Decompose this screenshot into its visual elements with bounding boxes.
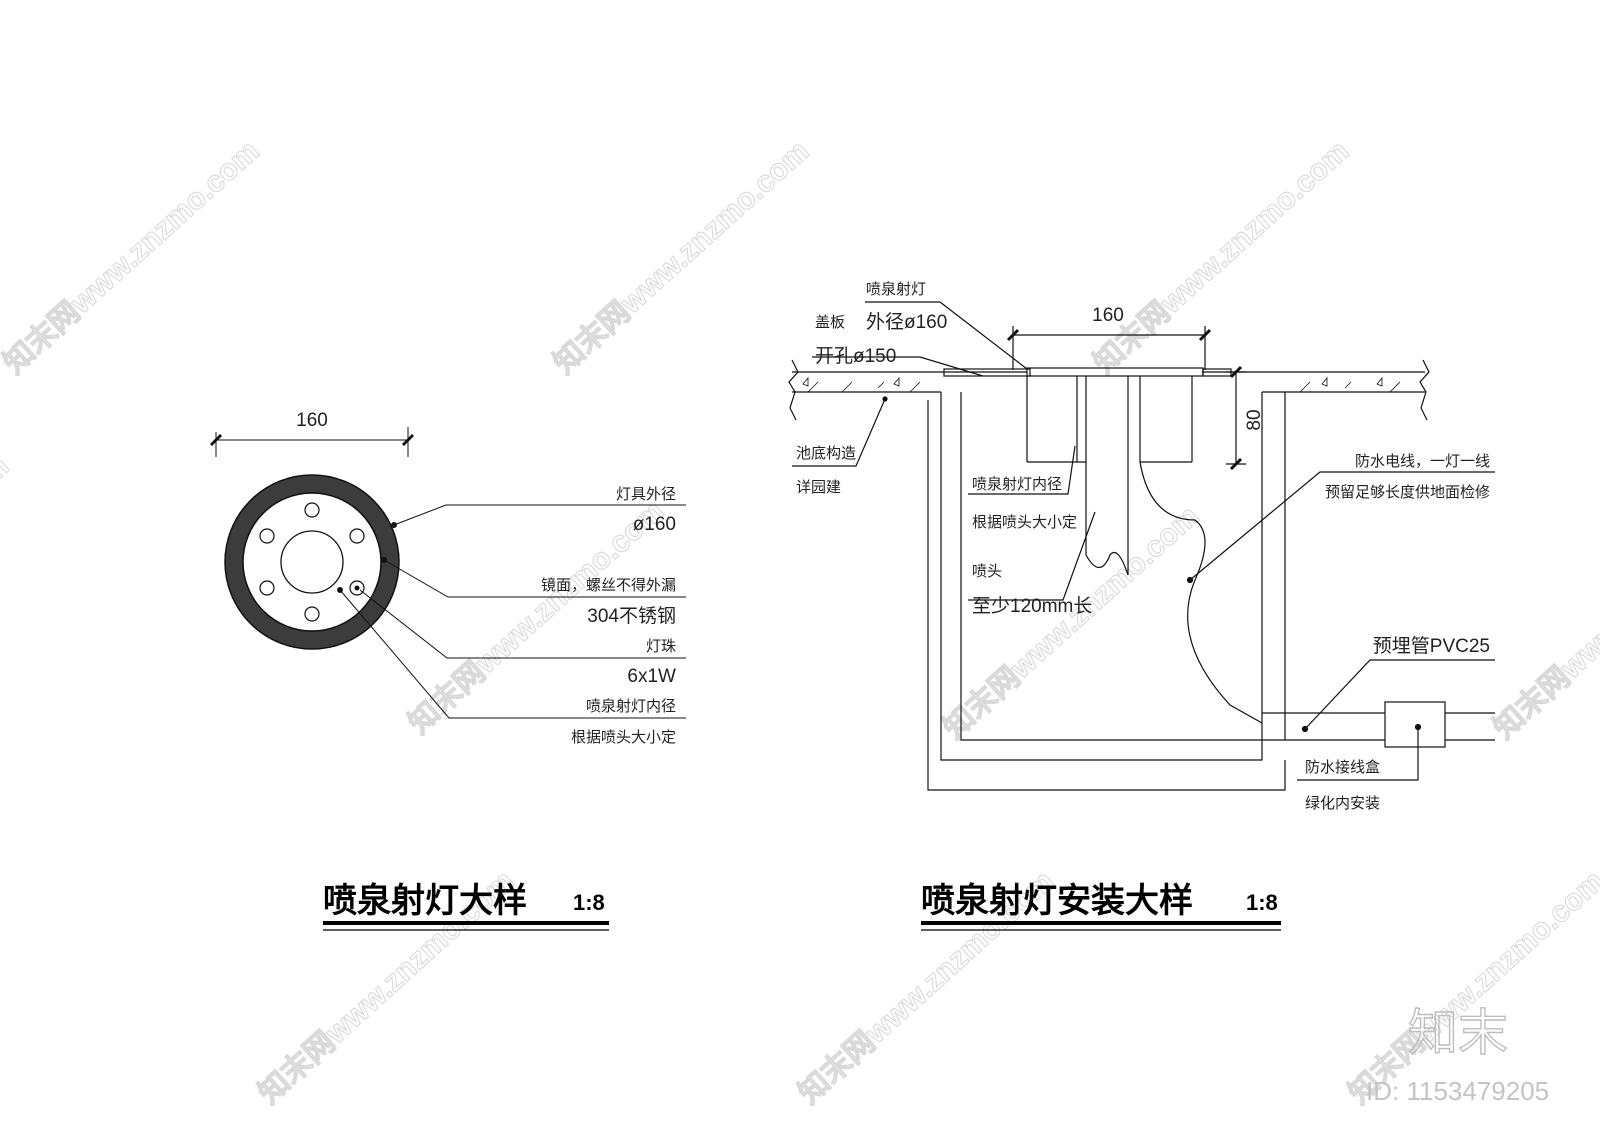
wire-value: 预留足够长度供地面检修 — [1325, 483, 1490, 501]
lamp-plan-detail — [209, 427, 686, 719]
material-value: 304不锈钢 — [587, 605, 676, 627]
nozzle-label: 喷头 — [972, 562, 1002, 580]
brand-logo: 知末 — [1408, 1004, 1508, 1062]
watermark-text: 知末网www.znzmo.com — [1488, 499, 1600, 745]
outer-diameter-label: 灯具外径 — [616, 485, 676, 503]
watermark-text: 知末网www.znzmo.com — [0, 134, 265, 380]
junction-box-label: 防水接线盒 — [1305, 758, 1380, 776]
inner-diameter-label: 喷泉射灯内径 — [972, 475, 1062, 493]
inner-diameter-value: 根据喷头大小定 — [972, 513, 1077, 531]
scale-label: 1:8 — [1246, 890, 1278, 915]
lamp-label: 喷泉射灯 — [866, 280, 926, 298]
cover-label: 盖板 — [815, 313, 845, 331]
junction-box-value: 绿化内安装 — [1305, 794, 1380, 812]
pool-construction-label: 池底构造 — [796, 444, 856, 462]
installation-section-text: 160 80 喷泉射灯 盖板 外径ø160 开孔ø150 池底构造 详园建 喷泉… — [796, 280, 1490, 921]
outer-diameter-value: ø160 — [633, 514, 676, 535]
watermark-text: 知末网www.znzmo.com — [548, 134, 816, 380]
mirror-label: 镜面，螺丝不得外漏 — [541, 576, 676, 594]
pool-construction-value: 详园建 — [796, 478, 841, 496]
outer-diameter-label: 外径ø160 — [866, 311, 947, 333]
dimension-label: 160 — [296, 410, 328, 431]
image-id: ID: 1153479205 — [1366, 1076, 1549, 1106]
side-dimension-label: 80 — [1244, 409, 1265, 430]
watermark-layer: 知末网www.znzmo.com 知末网www.znzmo.com 知末网www… — [0, 134, 1600, 1111]
nozzle-value: 至少120mm长 — [972, 595, 1092, 617]
bead-label: 灯珠 — [646, 637, 676, 655]
hole-label: 开孔ø150 — [815, 345, 896, 367]
watermark-text: 知末网www.znzmo.com — [0, 449, 15, 695]
watermark-text: 知末网www.znzmo.com — [1343, 864, 1600, 1110]
pipe-label: 预埋管PVC25 — [1373, 635, 1490, 657]
watermark-text: 知末网www.znzmo.com — [938, 499, 1206, 745]
title-underline — [921, 921, 1281, 931]
title-underline — [323, 921, 609, 931]
inner-diameter-value: 根据喷头大小定 — [571, 728, 676, 746]
top-dimension-label: 160 — [1092, 305, 1124, 326]
detail-title: 喷泉射灯大样 — [323, 881, 527, 921]
bead-value: 6x1W — [627, 666, 676, 687]
lamp-plan-text: 160 灯具外径 ø160 镜面，螺丝不得外漏 304不锈钢 灯珠 6x1W 喷… — [296, 410, 676, 921]
wire-label: 防水电线，一灯一线 — [1355, 452, 1490, 470]
scale-label: 1:8 — [573, 890, 605, 915]
watermark-text: 知末网www.znzmo.com — [1088, 134, 1356, 380]
detail-title: 喷泉射灯安装大样 — [921, 881, 1193, 921]
installation-section — [788, 301, 1495, 791]
brand-mark: 知末 ID: 1153479205 — [1366, 1003, 1549, 1106]
inner-diameter-label: 喷泉射灯内径 — [586, 697, 676, 715]
